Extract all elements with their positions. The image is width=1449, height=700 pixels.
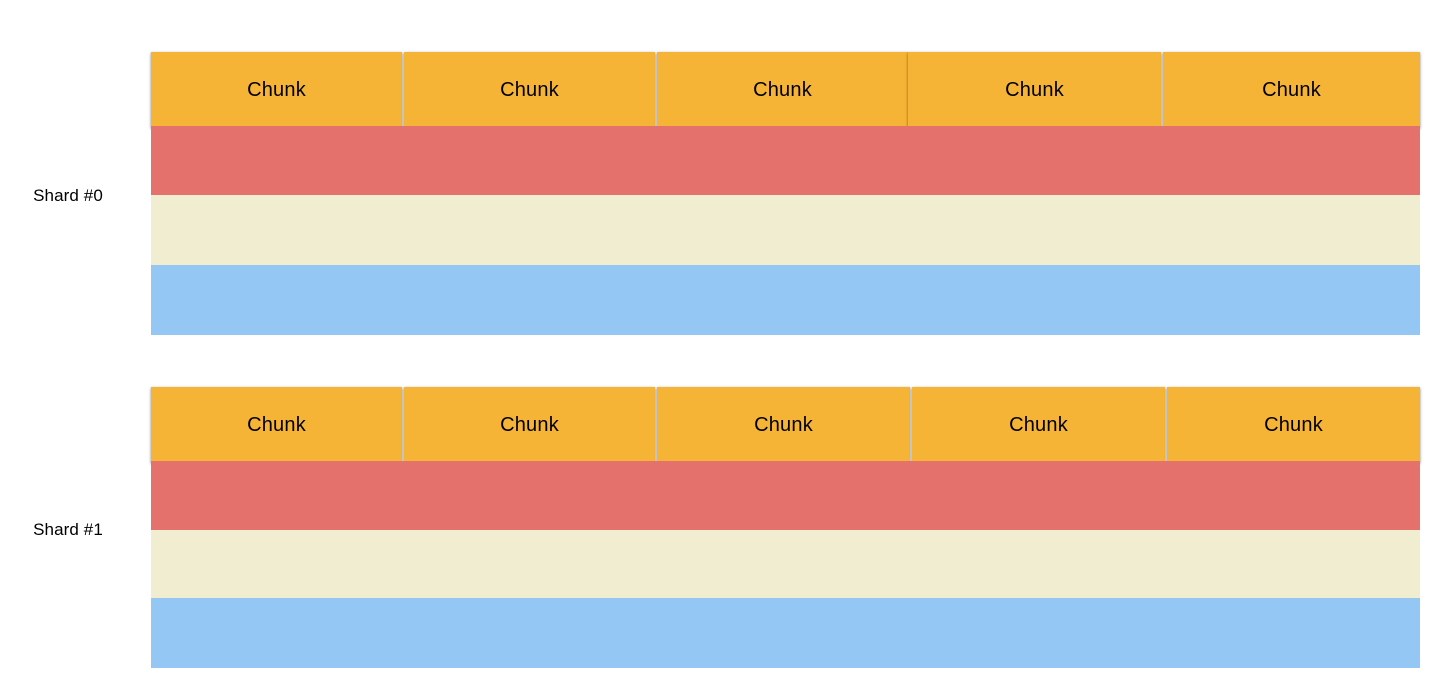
chunk-box[interactable]: Chunk [151, 52, 402, 128]
chunk-box[interactable]: Chunk [657, 52, 908, 128]
chunk-box[interactable]: Chunk [657, 387, 910, 463]
band-red-shard-1[interactable] [151, 461, 1420, 530]
shard-label-1: Shard #1 [33, 520, 103, 539]
band-blue-shard-0[interactable] [151, 265, 1420, 335]
chunk-box[interactable]: Chunk [404, 52, 655, 128]
chunk-label: Chunk [1005, 79, 1064, 101]
chunk-box[interactable]: Chunk [912, 387, 1165, 463]
chunk-box[interactable]: Chunk [151, 387, 402, 463]
chunk-label: Chunk [500, 79, 559, 101]
chunk-box[interactable]: Chunk [1167, 387, 1420, 463]
band-cream-shard-1[interactable] [151, 530, 1420, 598]
chunk-label: Chunk [500, 414, 559, 436]
chunk-label: Chunk [1262, 79, 1321, 101]
band-cream-shard-0[interactable] [151, 195, 1420, 265]
chunk-label: Chunk [753, 79, 812, 101]
chunk-label: Chunk [1009, 414, 1068, 436]
chunk-label: Chunk [247, 79, 306, 101]
chunk-box[interactable]: Chunk [1163, 52, 1420, 128]
band-red-shard-0[interactable] [151, 126, 1420, 195]
chunk-label: Chunk [754, 414, 813, 436]
chunk-label: Chunk [247, 414, 306, 436]
chunk-box[interactable]: Chunk [908, 52, 1161, 128]
shard-label-0: Shard #0 [33, 186, 103, 205]
chunk-row-shard-1: Chunk Chunk Chunk Chunk Chunk [151, 387, 1420, 463]
chunk-box[interactable]: Chunk [404, 387, 655, 463]
band-blue-shard-1[interactable] [151, 598, 1420, 668]
chunk-row-shard-0: Chunk Chunk Chunk Chunk Chunk [151, 52, 1420, 128]
chunk-label: Chunk [1264, 414, 1323, 436]
